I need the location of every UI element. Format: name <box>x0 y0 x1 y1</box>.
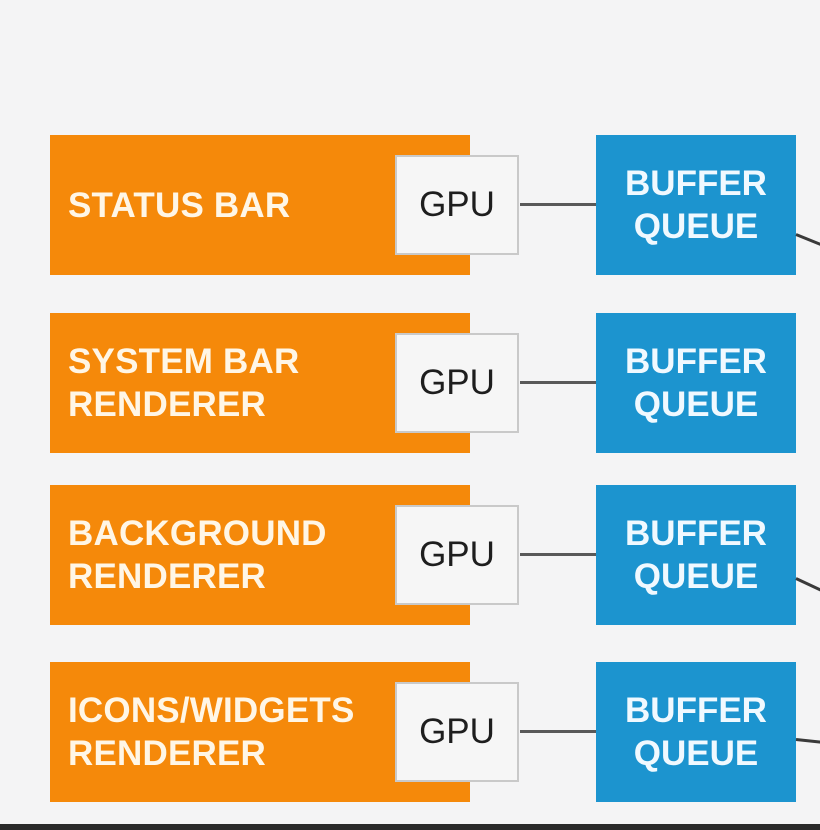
buffer-output-connector <box>795 233 820 247</box>
bottom-edge-divider <box>0 824 820 830</box>
gpu-box: GPU <box>395 505 519 605</box>
pipeline-row-system-bar: SYSTEM BAR RENDERER GPU BUFFER QUEUE <box>0 313 820 455</box>
renderer-label: SYSTEM BAR RENDERER <box>68 342 300 424</box>
pipeline-row-status-bar: STATUS BAR GPU BUFFER QUEUE <box>0 135 820 277</box>
buffer-queue-block: BUFFER QUEUE <box>596 135 796 275</box>
gpu-to-buffer-connector <box>520 730 597 733</box>
gpu-to-buffer-connector <box>520 553 597 556</box>
buffer-output-connector <box>795 577 820 592</box>
buffer-queue-block: BUFFER QUEUE <box>596 485 796 625</box>
renderer-label: STATUS BAR <box>68 185 291 225</box>
buffer-output-connector <box>795 738 820 744</box>
gpu-box: GPU <box>395 682 519 782</box>
gpu-box: GPU <box>395 155 519 255</box>
buffer-queue-block: BUFFER QUEUE <box>596 662 796 802</box>
renderer-label: BACKGROUND RENDERER <box>68 514 327 596</box>
pipeline-row-icons-widgets: ICONS/WIDGETS RENDERER GPU BUFFER QUEUE <box>0 662 820 804</box>
pipeline-row-background: BACKGROUND RENDERER GPU BUFFER QUEUE <box>0 485 820 627</box>
buffer-queue-block: BUFFER QUEUE <box>596 313 796 453</box>
gpu-box: GPU <box>395 333 519 433</box>
renderer-label: ICONS/WIDGETS RENDERER <box>68 691 355 773</box>
gpu-to-buffer-connector <box>520 203 597 206</box>
gpu-to-buffer-connector <box>520 381 597 384</box>
